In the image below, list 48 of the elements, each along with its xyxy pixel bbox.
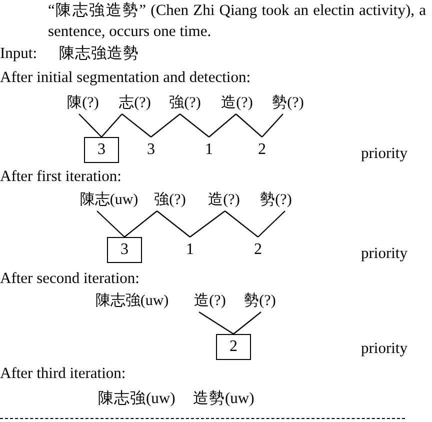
priority-number: 2 xyxy=(247,237,269,263)
connector-line xyxy=(224,210,258,238)
priority-number: 2 xyxy=(251,137,273,163)
connector-line xyxy=(233,312,262,334)
connector-line xyxy=(124,210,158,238)
segment-token: 造(?) xyxy=(217,96,257,114)
priority-box: 3 xyxy=(107,237,142,263)
priority-number: 1 xyxy=(198,137,220,163)
connector-line xyxy=(122,114,152,138)
priority-box: 2 xyxy=(216,334,251,360)
connector-line xyxy=(208,114,236,138)
connector-line xyxy=(156,210,190,238)
segment-token: 陳志強(uw) xyxy=(88,294,176,312)
segment-token: 勢(?) xyxy=(240,294,280,312)
text-label: 陳志強造勢 xyxy=(59,46,139,62)
connector-line xyxy=(180,114,210,138)
segment-token: 陳志(uw) xyxy=(75,193,143,211)
connector-line xyxy=(236,114,262,138)
segment-token: 造(?) xyxy=(203,193,245,211)
segment-token: 造(?) xyxy=(189,294,231,312)
segment-token: 勢(?) xyxy=(256,193,296,211)
text-label: After third iteration: xyxy=(0,366,126,382)
text-label: priority xyxy=(361,341,408,356)
priority-number: 1 xyxy=(179,237,201,263)
connector-line xyxy=(190,210,226,238)
text-label: Input: xyxy=(0,46,38,62)
priority-box: 3 xyxy=(84,137,119,163)
text-label: priority xyxy=(361,246,408,262)
description-text: “陳志強造勢” (Chen Zhi Qiang took an electin activity), a sentence, occurs one time. xyxy=(48,1,426,42)
text-label: 陳志強(uw) xyxy=(98,391,176,406)
connector-line xyxy=(150,114,180,138)
priority-number: 3 xyxy=(140,137,162,163)
connector-line xyxy=(262,114,284,138)
text-label: priority xyxy=(361,146,408,162)
segment-token: 強(?) xyxy=(149,193,191,211)
text-label: After second iteration: xyxy=(0,271,140,286)
text-label: 造勢(uw) xyxy=(193,391,254,406)
segment-token: 陳(?) xyxy=(65,96,101,114)
segment-token: 志(?) xyxy=(115,96,155,114)
connector-line xyxy=(198,312,234,334)
connector-line xyxy=(96,210,125,238)
segment-token: 勢(?) xyxy=(268,96,308,114)
connector-line xyxy=(78,114,102,138)
text-label: After first iteration: xyxy=(0,169,122,184)
connector-line xyxy=(101,114,122,138)
text-label: After initial segmentation and detection: xyxy=(0,70,251,86)
connector-line xyxy=(258,210,286,238)
segment-token: 強(?) xyxy=(165,96,205,114)
